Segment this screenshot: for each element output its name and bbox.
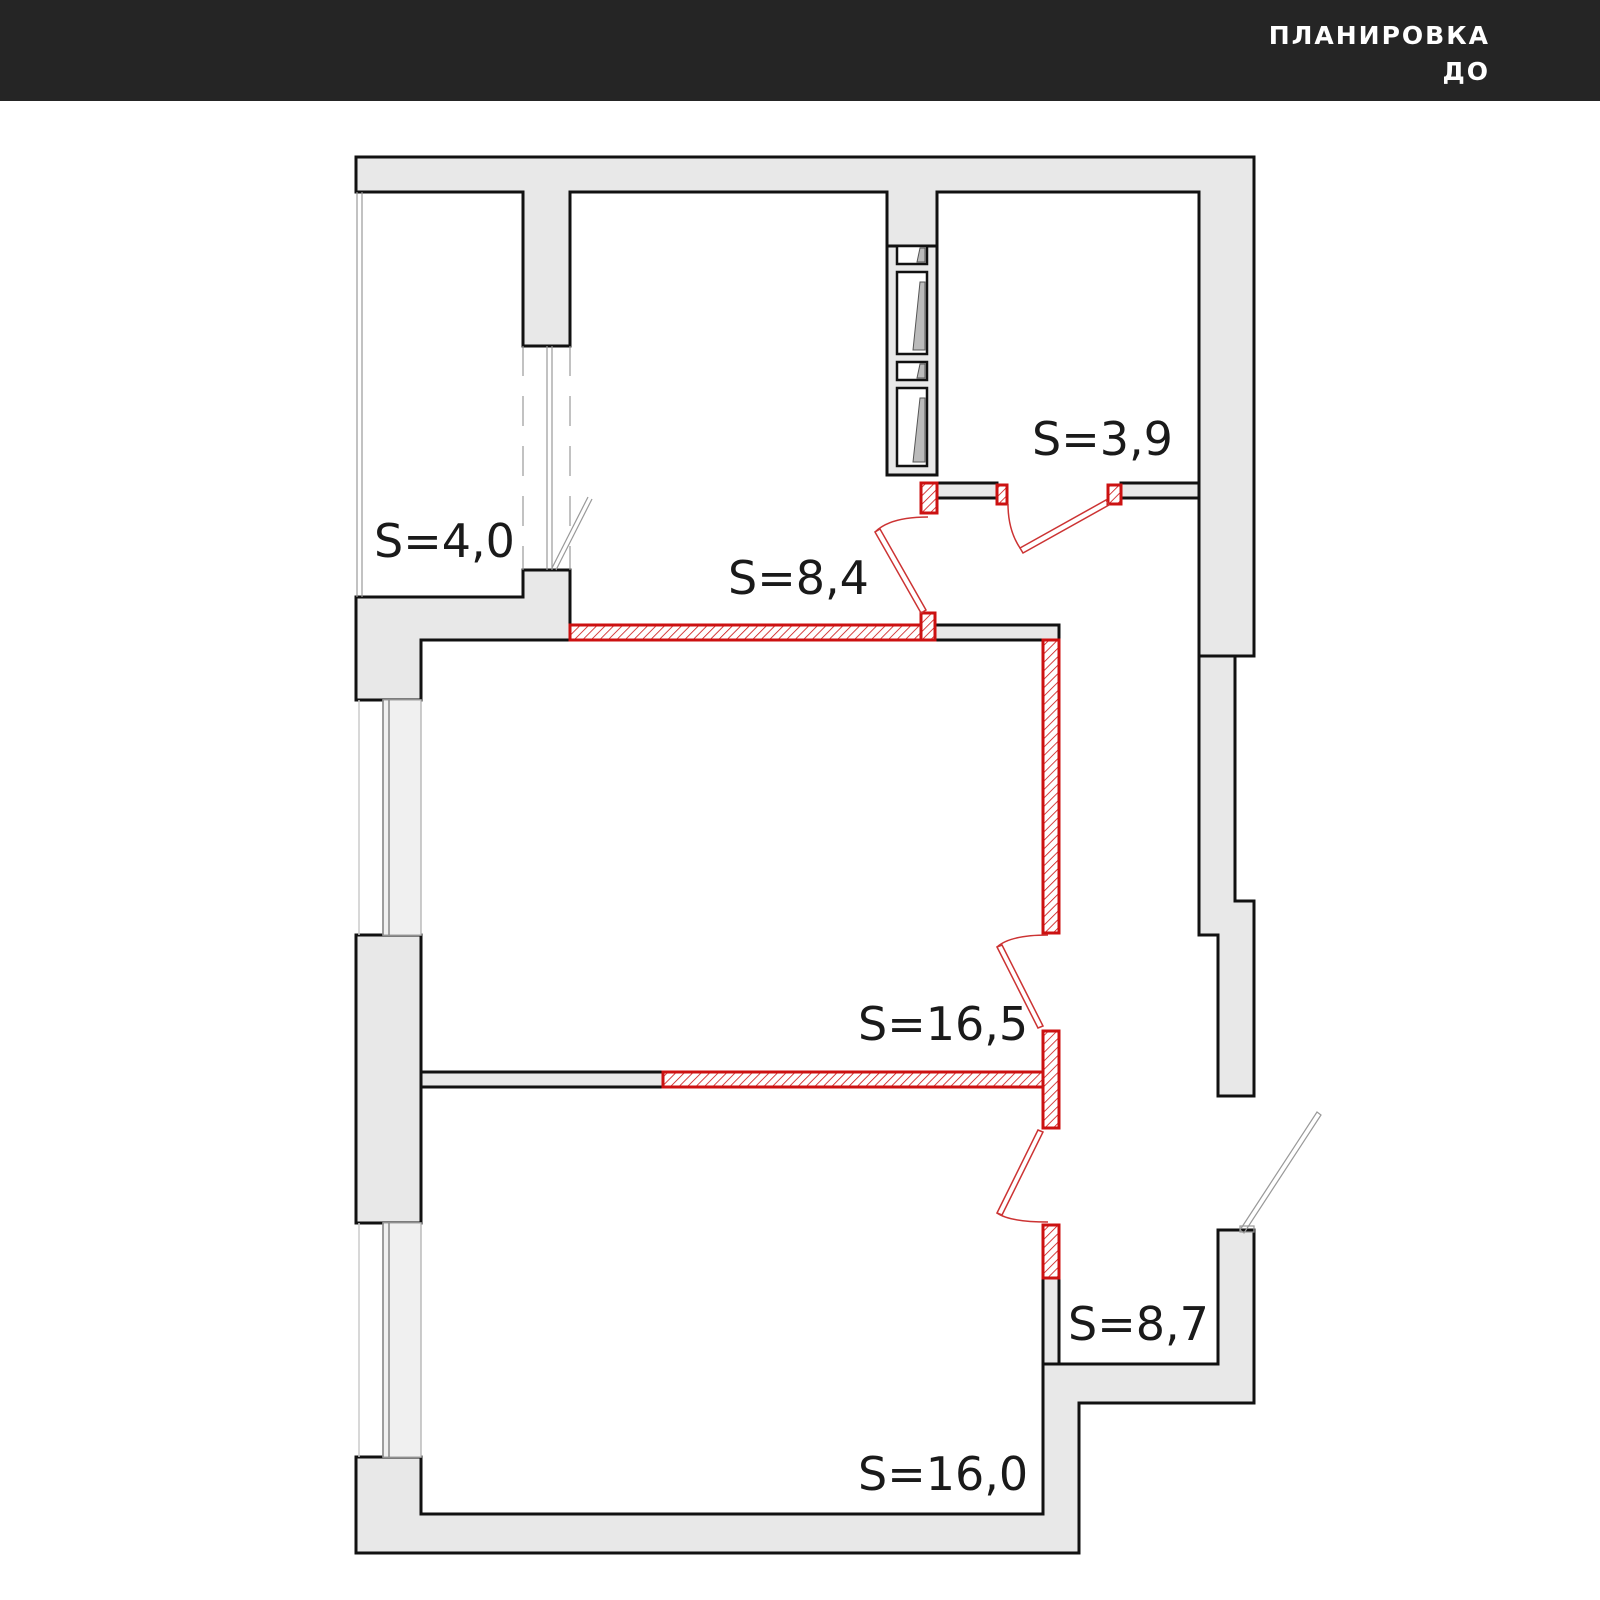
demolished-bath-jamb-right xyxy=(1106,483,1123,506)
left-wall-top xyxy=(354,568,572,702)
area-label-hall: S=8,7 xyxy=(1068,1297,1209,1351)
plan-title-line2: ДО xyxy=(1442,57,1490,86)
plan-title: ПЛАНИРОВКА ДО xyxy=(1269,18,1490,90)
demolished-kitchen-door-jamb xyxy=(919,611,937,642)
balcony-glazing xyxy=(356,192,363,597)
demolished-walls xyxy=(568,481,1123,1280)
room-partition-left xyxy=(419,1070,665,1089)
hall-partition xyxy=(1041,1276,1061,1366)
demolished-corridor-wall xyxy=(1041,638,1061,935)
plan-title-line1: ПЛАНИРОВКА xyxy=(1268,21,1490,50)
header-bar: ПЛАНИРОВКА ДО xyxy=(0,0,1600,101)
vent-channel-marks xyxy=(912,247,926,463)
left-pier-middle xyxy=(354,933,423,1225)
bath-wall-left xyxy=(935,481,999,500)
area-label-balcony: S=4,0 xyxy=(374,514,515,568)
bath-wall-right xyxy=(1119,481,1201,500)
area-label-bathroom: S=3,9 xyxy=(1032,412,1173,466)
area-label-room2: S=16,0 xyxy=(858,1447,1028,1501)
right-wall-lower xyxy=(354,1228,1256,1555)
area-label-kitchen: S=8,4 xyxy=(728,551,869,605)
entrance-door xyxy=(1239,1111,1322,1234)
demolished-t-joint xyxy=(1041,1029,1061,1130)
demolished-room-partition xyxy=(661,1070,1045,1089)
balcony-door xyxy=(522,346,593,571)
window-left-upper xyxy=(358,699,422,936)
area-label-room1: S=16,5 xyxy=(858,997,1028,1051)
demolished-bath-jamb-left xyxy=(919,481,939,515)
area-labels: S=4,0 S=8,4 S=3,9 S=16,5 S=8,7 S=16,0 xyxy=(374,412,1209,1501)
demolished-bath-jamb-mid xyxy=(995,483,1009,506)
right-wall-upper xyxy=(1197,654,1256,1098)
demolished-door-jamb-lower xyxy=(1041,1223,1061,1280)
window-left-lower xyxy=(358,1222,422,1458)
kitchen-wall-right xyxy=(933,623,1061,642)
demolished-kitchen-wall xyxy=(568,623,923,642)
door-swings xyxy=(873,498,1111,1223)
